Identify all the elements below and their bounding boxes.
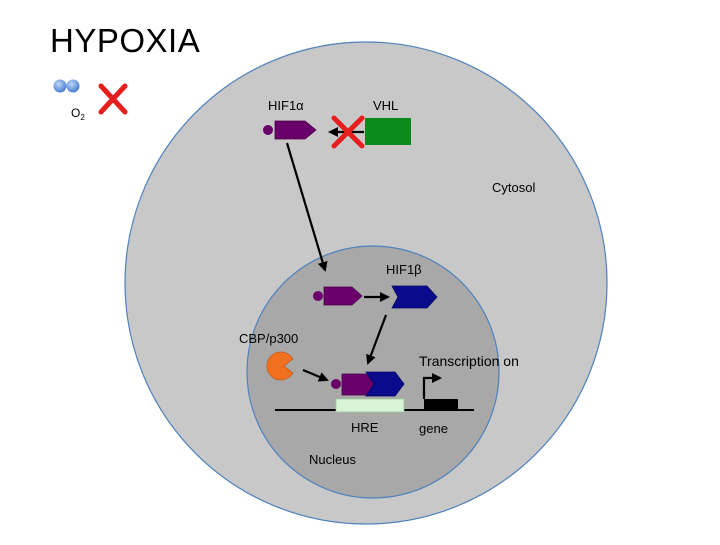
hif1b-label: HIF1β (386, 262, 422, 277)
vhl-protein-icon (365, 118, 411, 145)
hif1a-protein-icon (263, 120, 317, 140)
hif1a-label: HIF1α (268, 98, 304, 113)
transcription-start-arrow (422, 373, 442, 399)
cbp-to-complex-arrow (302, 368, 329, 382)
hif1a-translocation-arrow (285, 142, 328, 272)
vhl-label: VHL (373, 98, 398, 113)
hif1b-protein-icon (391, 285, 438, 309)
hif1a-nuclear-icon (313, 286, 363, 306)
cbp-p300-label: CBP/p300 (239, 331, 298, 346)
hre-label: HRE (351, 420, 379, 435)
gene-box (424, 399, 458, 411)
oxygen-label: O2 (71, 106, 85, 122)
gene-label: gene (419, 421, 448, 436)
transcription-label: Transcription on (419, 353, 519, 369)
slide-title: HYPOXIA (50, 22, 201, 59)
hre-element (335, 398, 405, 413)
cbp-p300-protein-icon (266, 351, 294, 381)
hif1-complex-icon (331, 371, 405, 397)
red-cross-icon (331, 115, 365, 149)
oxygen-molecule-icon (53, 79, 80, 93)
cytosol-label: Cytosol (492, 180, 535, 195)
red-cross-icon (98, 83, 128, 115)
nucleus-label: Nucleus (309, 452, 356, 467)
hif1b-to-complex-arrow (366, 314, 388, 365)
